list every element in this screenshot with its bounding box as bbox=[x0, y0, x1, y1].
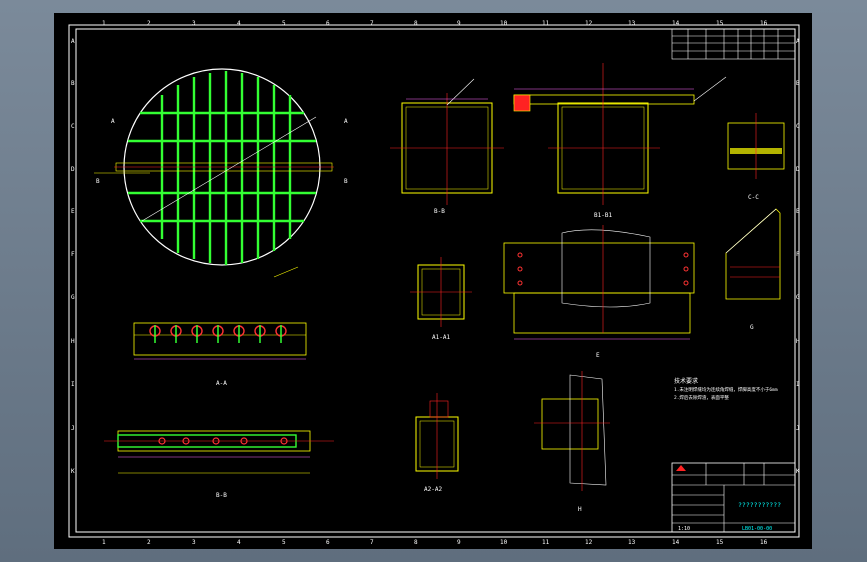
svg-text:B: B bbox=[71, 80, 75, 87]
svg-text:H: H bbox=[796, 338, 800, 345]
svg-text:11: 11 bbox=[542, 539, 550, 546]
svg-text:14: 14 bbox=[672, 20, 680, 27]
svg-text:G: G bbox=[796, 294, 800, 301]
svg-text:4: 4 bbox=[237, 539, 241, 546]
svg-text:9: 9 bbox=[457, 539, 461, 546]
detail-view-e: E bbox=[503, 225, 695, 359]
svg-text:10: 10 bbox=[500, 539, 508, 546]
svg-text:5: 5 bbox=[282, 20, 286, 27]
svg-text:8: 8 bbox=[414, 539, 418, 546]
side-strip-view: B-B bbox=[104, 430, 334, 499]
svg-text:D: D bbox=[796, 166, 800, 173]
svg-text:C: C bbox=[71, 123, 75, 130]
svg-text:B-B: B-B bbox=[434, 208, 445, 215]
top-plan-view: A A B B bbox=[94, 68, 348, 278]
svg-text:技术要求: 技术要求 bbox=[674, 377, 698, 385]
svg-text:11: 11 bbox=[542, 20, 550, 27]
revision-table bbox=[671, 28, 796, 60]
svg-text:4: 4 bbox=[237, 20, 241, 27]
svg-text:A: A bbox=[71, 38, 75, 45]
svg-text:A-A: A-A bbox=[216, 380, 227, 387]
svg-text:16: 16 bbox=[760, 539, 768, 546]
drawing-name: ??????????? bbox=[738, 501, 781, 509]
svg-text:16: 16 bbox=[760, 20, 768, 27]
svg-text:E: E bbox=[71, 208, 75, 215]
detail-view-g: G bbox=[725, 208, 781, 331]
svg-text:1.未注明焊缝均为连续角焊缝，焊脚高度不小于6mm: 1.未注明焊缝均为连续角焊缝，焊脚高度不小于6mm bbox=[674, 386, 778, 393]
svg-text:1: 1 bbox=[102, 20, 106, 27]
drawing-number: LB01-00-00 bbox=[742, 526, 772, 532]
column-labels-bottom: 1 2 3 4 5 6 7 8 9 10 11 12 13 14 15 16 bbox=[102, 539, 768, 546]
drawing-canvas: 1 2 3 4 5 6 7 8 9 10 11 12 13 14 15 16 1… bbox=[68, 20, 800, 546]
svg-text:I: I bbox=[71, 381, 75, 388]
svg-text:H: H bbox=[71, 338, 75, 345]
svg-text:9: 9 bbox=[457, 20, 461, 27]
svg-text:K: K bbox=[796, 468, 800, 475]
box-view-small-1: A1-A1 bbox=[410, 257, 472, 341]
svg-text:10: 10 bbox=[500, 20, 508, 27]
svg-text:2: 2 bbox=[147, 20, 151, 27]
svg-text:5: 5 bbox=[282, 539, 286, 546]
row-labels: A B C D E F G H I J K A B C D E F G H I … bbox=[71, 38, 800, 475]
svg-text:15: 15 bbox=[716, 20, 724, 27]
svg-text:6: 6 bbox=[326, 20, 330, 27]
svg-text:K: K bbox=[71, 468, 75, 475]
sheet-border bbox=[68, 24, 800, 538]
svg-text:A: A bbox=[796, 38, 800, 45]
box-view-b: B1-B1 bbox=[513, 63, 727, 219]
svg-text:7: 7 bbox=[370, 539, 374, 546]
svg-text:B1-B1: B1-B1 bbox=[594, 212, 612, 219]
box-view-small-2: A2-A2 bbox=[415, 393, 459, 493]
svg-text:D: D bbox=[71, 166, 75, 173]
svg-text:12: 12 bbox=[585, 20, 593, 27]
svg-text:3: 3 bbox=[192, 20, 196, 27]
title-block: ??????????? 1:10 LB01-00-00 bbox=[671, 462, 796, 533]
svg-text:B: B bbox=[344, 178, 348, 185]
drawing-scale: 1:10 bbox=[678, 526, 690, 532]
svg-text:A: A bbox=[111, 118, 115, 125]
svg-text:G: G bbox=[750, 324, 754, 331]
svg-text:14: 14 bbox=[672, 539, 680, 546]
drawing-sheet: 1 2 3 4 5 6 7 8 9 10 11 12 13 14 15 16 1… bbox=[54, 13, 812, 549]
svg-text:A1-A1: A1-A1 bbox=[432, 334, 450, 341]
svg-text:1: 1 bbox=[102, 539, 106, 546]
svg-text:12: 12 bbox=[585, 539, 593, 546]
svg-text:B-B: B-B bbox=[216, 492, 227, 499]
svg-text:G: G bbox=[71, 294, 75, 301]
svg-text:15: 15 bbox=[716, 539, 724, 546]
svg-text:J: J bbox=[796, 425, 800, 432]
dimension-lines bbox=[118, 88, 694, 458]
inner-border bbox=[75, 28, 796, 533]
svg-text:B: B bbox=[796, 80, 800, 87]
svg-text:J: J bbox=[71, 425, 75, 432]
svg-text:E: E bbox=[596, 352, 600, 359]
svg-text:C: C bbox=[796, 123, 800, 130]
svg-text:2: 2 bbox=[147, 539, 151, 546]
svg-text:7: 7 bbox=[370, 20, 374, 27]
svg-text:8: 8 bbox=[414, 20, 418, 27]
svg-text:B: B bbox=[96, 178, 100, 185]
svg-text:I: I bbox=[796, 381, 800, 388]
svg-text:A: A bbox=[344, 118, 348, 125]
svg-text:2.焊后去除焊渣，表面平整: 2.焊后去除焊渣，表面平整 bbox=[674, 394, 729, 401]
detail-view-h: H bbox=[534, 371, 610, 513]
front-strip-view: A-A bbox=[133, 322, 307, 387]
svg-text:13: 13 bbox=[628, 539, 636, 546]
column-labels-top: 1 2 3 4 5 6 7 8 9 10 11 12 13 14 15 16 bbox=[102, 20, 768, 27]
svg-text:F: F bbox=[71, 251, 75, 258]
svg-text:C-C: C-C bbox=[748, 194, 759, 201]
svg-text:A2-A2: A2-A2 bbox=[424, 486, 442, 493]
technical-notes: 技术要求 1.未注明焊缝均为连续角焊缝，焊脚高度不小于6mm 2.焊后去除焊渣，… bbox=[674, 377, 778, 401]
svg-text:3: 3 bbox=[192, 539, 196, 546]
svg-text:13: 13 bbox=[628, 20, 636, 27]
svg-text:6: 6 bbox=[326, 539, 330, 546]
svg-text:F: F bbox=[796, 251, 800, 258]
section-view-c: C-C bbox=[727, 113, 785, 201]
box-view-a: B-B bbox=[390, 78, 504, 215]
svg-text:E: E bbox=[796, 208, 800, 215]
svg-text:H: H bbox=[578, 506, 582, 513]
